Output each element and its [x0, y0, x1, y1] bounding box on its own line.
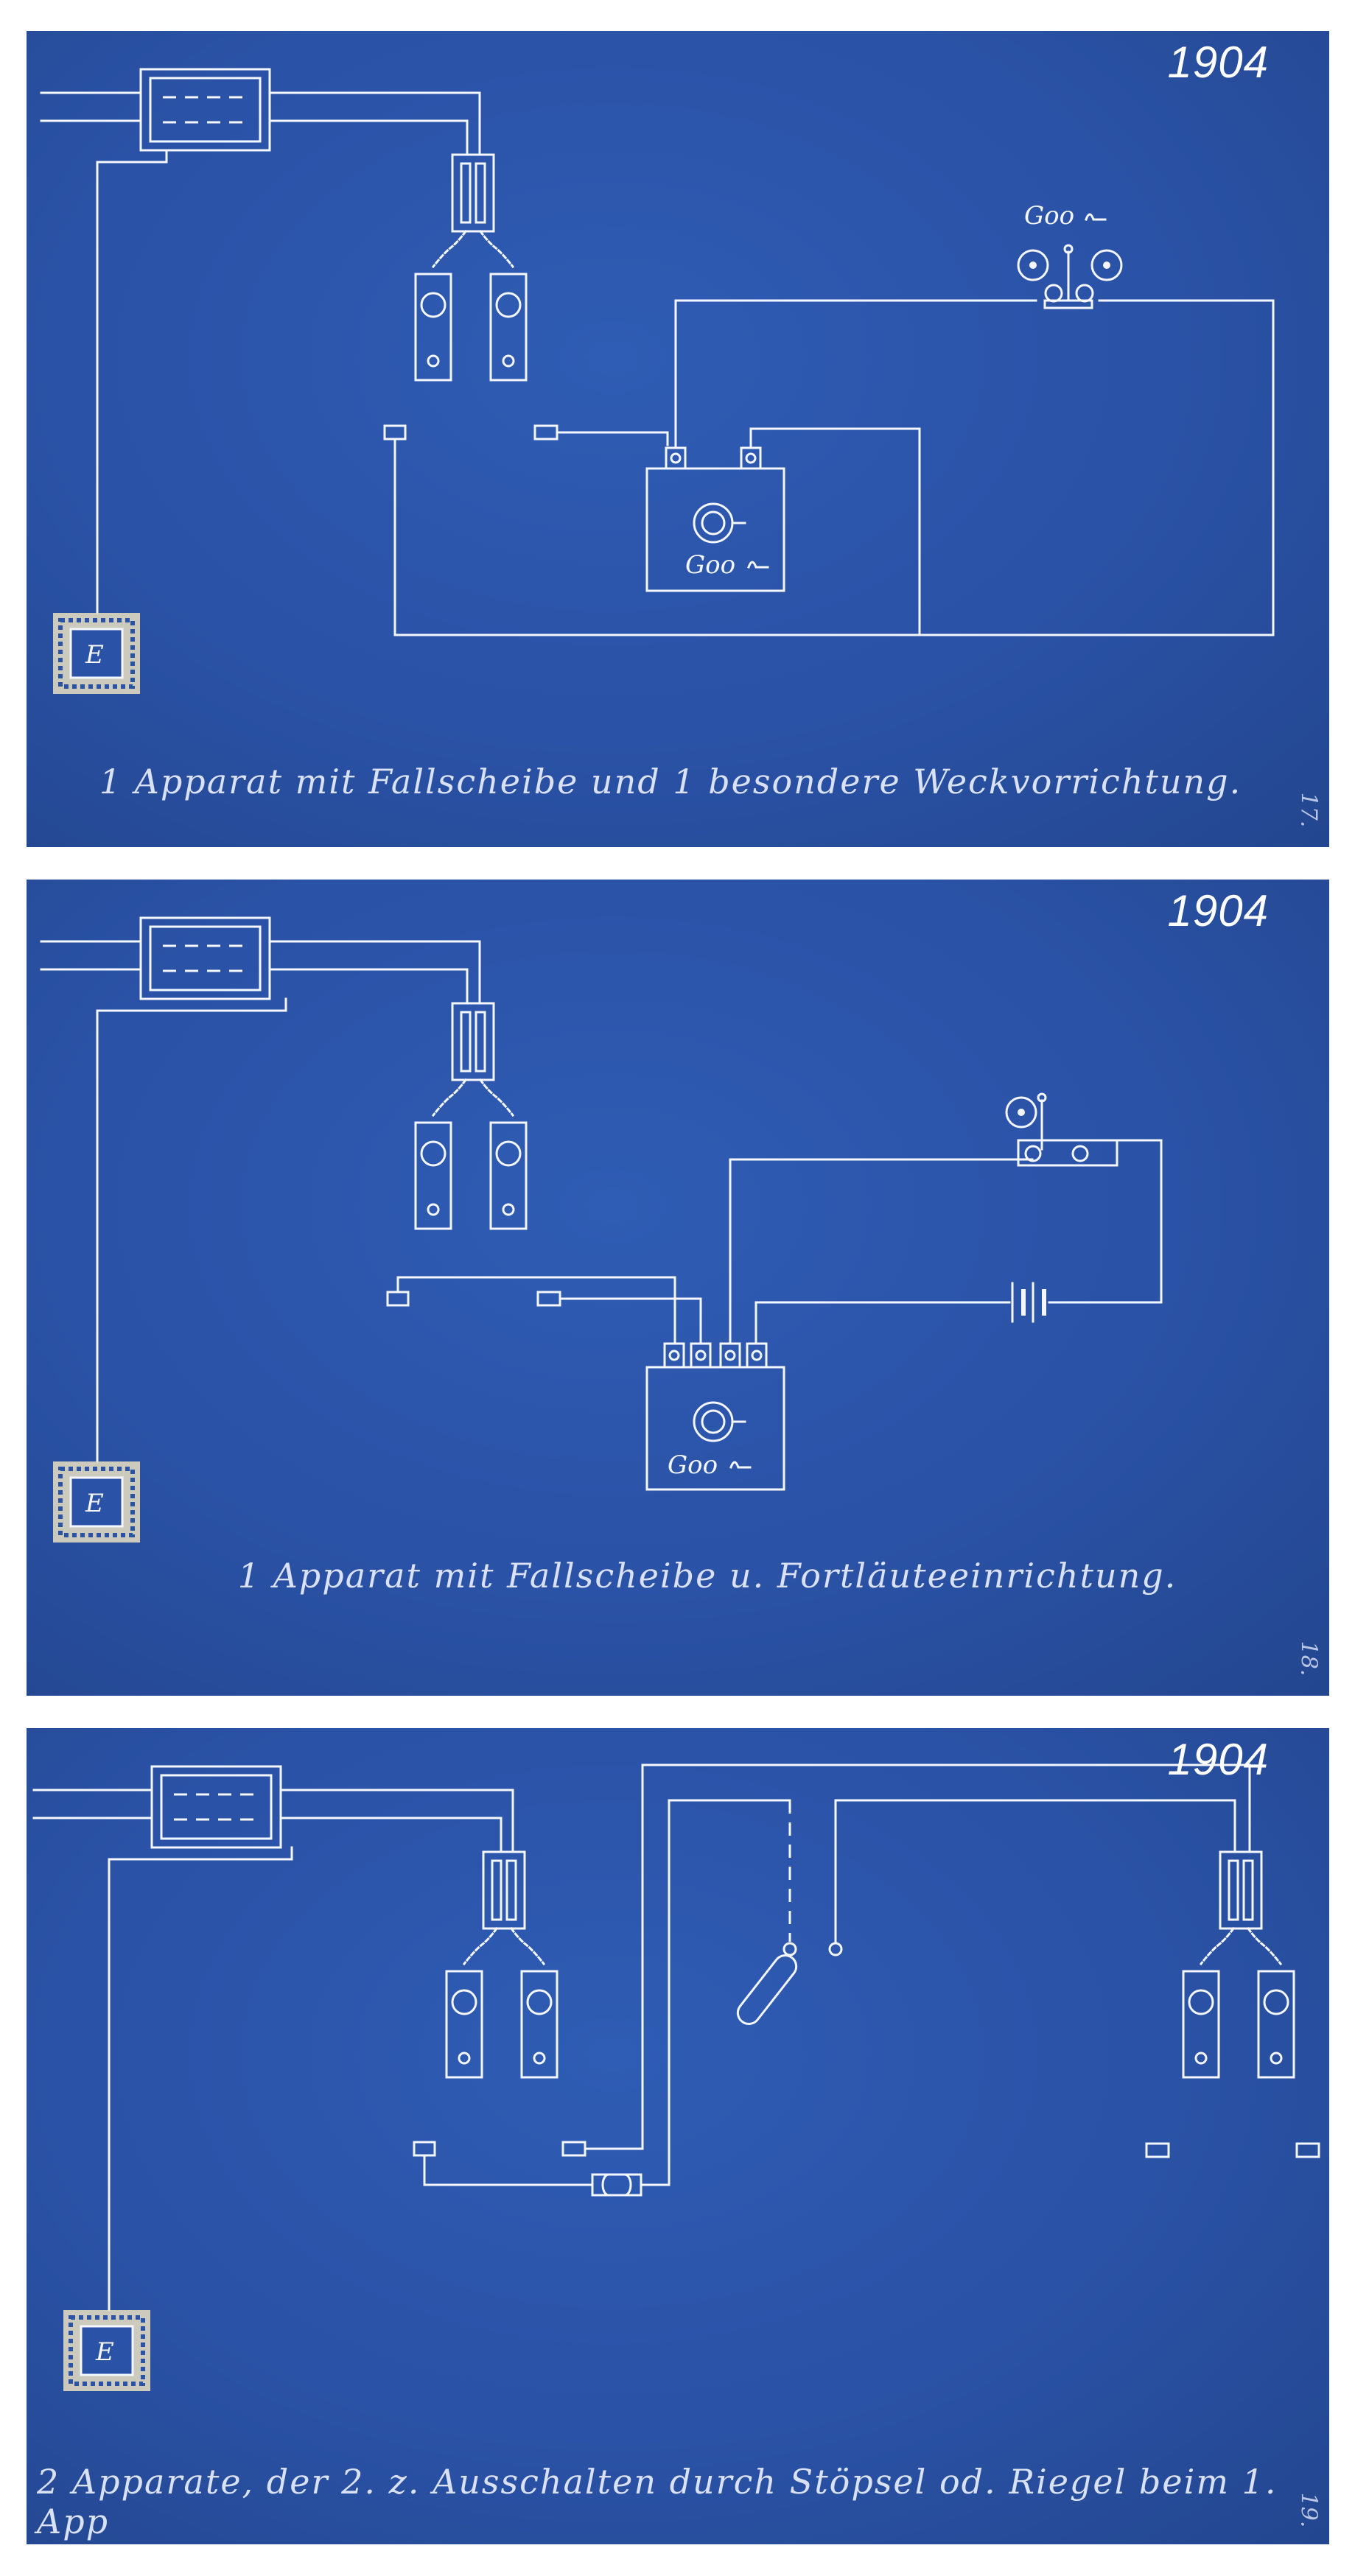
plug-right-2 [1295, 2142, 1320, 2158]
receiver-right-2 [1257, 1970, 1295, 2079]
wiring-diagram-3: E [32, 1763, 1320, 2391]
arrester-box [150, 1765, 282, 1849]
apparatus-box: Goo [645, 1342, 785, 1491]
svg-text:Goo: Goo [685, 550, 735, 580]
plug-left [383, 424, 407, 441]
bell [1005, 1092, 1118, 1167]
plug-left [413, 2141, 436, 2157]
ground-symbol: E [53, 1461, 140, 1543]
apparatus-box: Goo [645, 446, 785, 592]
svg-text:Goo: Goo [668, 1450, 718, 1480]
receiver-left [414, 273, 452, 382]
diagram-panel-1: Goo Goo E 1904 1 Appa [27, 31, 1329, 847]
ground-symbol: E [53, 613, 140, 694]
plug-right [533, 424, 559, 441]
svg-text:Goo: Goo [1024, 201, 1074, 231]
ground-symbol: E [63, 2310, 150, 2391]
diagram-caption: 1 Apparat mit Fallscheibe u. Fortläuteei… [237, 1556, 1177, 1596]
diagram-panel-2: Goo E 1904 1 Apparat mit Fallscheibe u. … [27, 880, 1329, 1696]
wiring-diagram-1: Goo Goo E [40, 68, 1275, 694]
fuse-block-1 [482, 1850, 526, 1930]
receiver-left-2 [1182, 1970, 1220, 2079]
fuse-block [451, 1002, 495, 1081]
svg-text:E: E [85, 1489, 104, 1518]
receiver-left [414, 1121, 452, 1230]
fuse-block-2 [1219, 1850, 1263, 1930]
receiver-right-1 [520, 1970, 559, 2079]
year-label: 1904 [1167, 886, 1269, 936]
svg-text:E: E [95, 2337, 114, 2367]
plug-left-2 [1145, 2142, 1170, 2158]
plug-right [561, 2141, 587, 2157]
year-label: 1904 [1167, 38, 1269, 87]
receiver-right [489, 1121, 528, 1230]
receiver-right [489, 273, 528, 382]
diagram-panel-3: E 1904 2 Apparate, der 2. z. Ausschalten… [27, 1728, 1329, 2544]
fuse-block [451, 153, 495, 233]
year-label: 1904 [1167, 1735, 1269, 1784]
plug-left [386, 1291, 410, 1307]
sheet-number: 19. [1295, 2492, 1322, 2528]
plug-right [536, 1291, 561, 1307]
sheet-number: 18. [1295, 1640, 1322, 1677]
arrester-box [139, 916, 271, 1000]
sheet-number: 17. [1295, 792, 1322, 828]
diagram-caption: 1 Apparat mit Fallscheibe und 1 besonder… [99, 762, 1242, 801]
diagram-caption: 2 Apparate, der 2. z. Ausschalten durch … [37, 2462, 1278, 2541]
svg-text:E: E [85, 640, 104, 670]
battery [998, 1282, 1046, 1323]
receiver-left-1 [445, 1970, 483, 2079]
jack-plug [591, 2173, 643, 2197]
bell: Goo [1017, 201, 1123, 309]
arrester-box [139, 68, 271, 152]
wiring-diagram-2: Goo E [40, 916, 1163, 1543]
switch-lever [736, 1942, 843, 2026]
